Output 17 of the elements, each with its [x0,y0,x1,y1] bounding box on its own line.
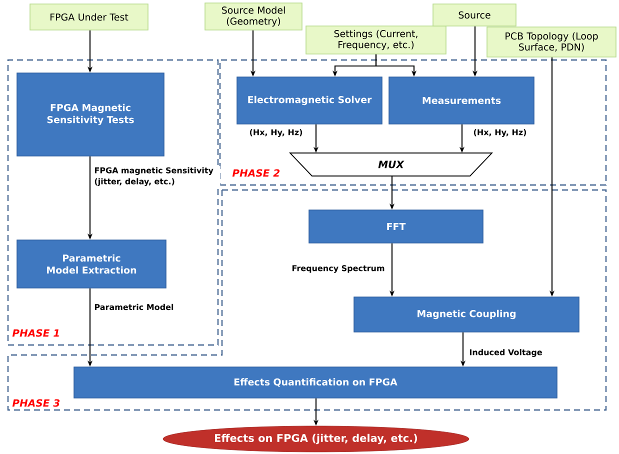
edge-label: (Hx, Hy, Hz) [472,128,528,138]
input-box: Source Model (Geometry) [204,2,302,30]
edge-label: Parametric Model [93,302,175,312]
input-box: FPGA Under Test [30,4,148,30]
edge-label: Induced Voltage [468,348,544,358]
input-box: Source [432,4,516,26]
edge-label: FPGA magnetic Sensitivity (jitter, delay, etc.) [93,166,220,187]
process-box: Magnetic Coupling [354,296,580,332]
process-box: FPGA Magnetic Sensitivity Tests [16,72,164,156]
process-box: Parametric Model Extraction [16,240,166,288]
process-box: Measurements [388,76,534,124]
input-box: Settings (Current, Frequency, etc.) [306,26,446,54]
process-box: Electromagnetic Solver [236,76,382,124]
process-box: Effects Quantification on FPGA [74,366,558,398]
process-box: FFT [308,210,484,244]
edge-label: (Hx, Hy, Hz) [248,128,304,138]
edge-label: Frequency Spectrum [290,264,386,274]
